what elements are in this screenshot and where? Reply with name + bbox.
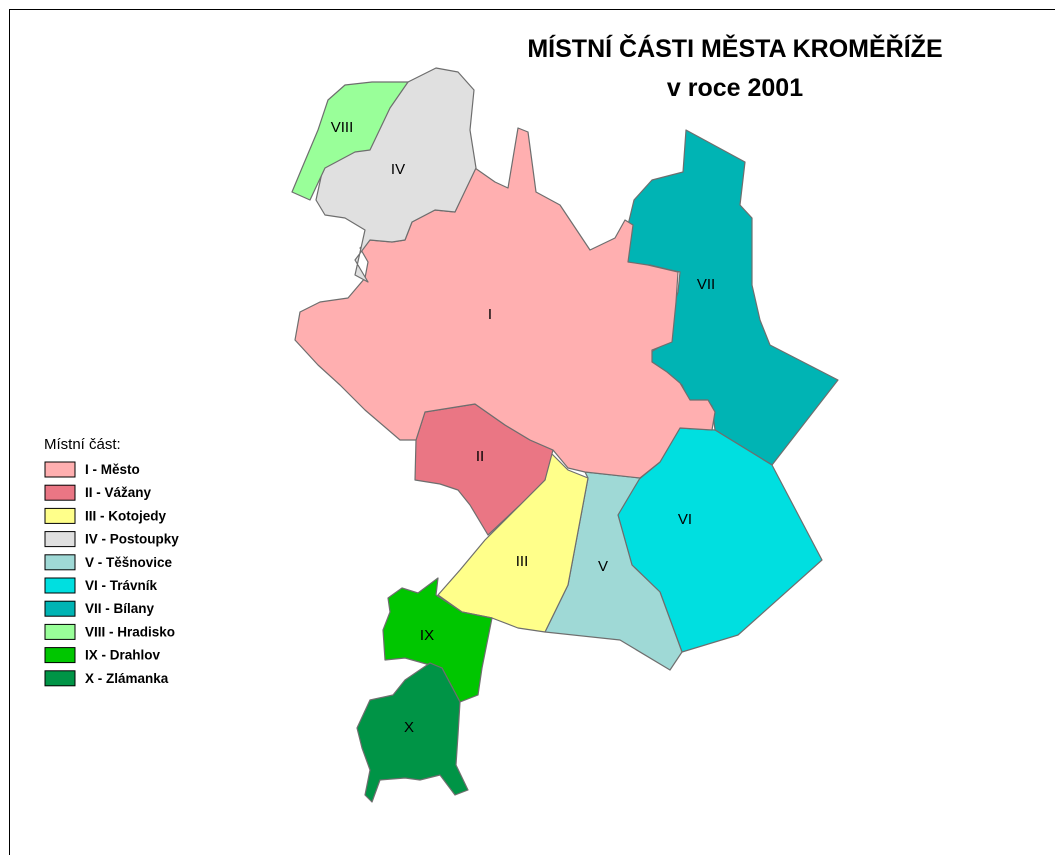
region-labels: I II III IV V VI VII VIII IX X xyxy=(331,119,715,736)
district-regions xyxy=(291,67,839,803)
legend-swatch xyxy=(44,623,76,640)
legend-item: VIII - Hradisko xyxy=(44,623,175,640)
region-VIII[interactable] xyxy=(291,81,409,201)
region-IV[interactable] xyxy=(315,67,477,283)
region-label-IX: IX xyxy=(420,627,434,644)
map-title: MÍSTNÍ ČÁSTI MĚSTA KROMĚŘÍŽE xyxy=(527,33,942,63)
region-label-I: I xyxy=(488,306,492,323)
region-label-VIII: VIII xyxy=(331,119,354,136)
legend-swatch xyxy=(44,484,76,501)
legend-swatch xyxy=(44,670,76,687)
legend-label: IV - Postoupky xyxy=(85,532,179,547)
legend-item: IX - Drahlov xyxy=(44,647,161,664)
legend-title: Místní část: xyxy=(44,436,121,453)
region-X[interactable] xyxy=(356,662,469,803)
legend-swatch xyxy=(44,600,76,617)
legend-label: II - Vážany xyxy=(85,485,152,500)
legend-item: VI - Trávník xyxy=(44,577,158,594)
legend-label: III - Kotojedy xyxy=(85,508,166,523)
map-subtitle: v roce 2001 xyxy=(667,74,803,102)
legend-swatch xyxy=(44,461,76,478)
legend-item: IV - Postoupky xyxy=(44,531,179,548)
region-label-VII: VII xyxy=(697,276,715,293)
legend-item: VII - Bílany xyxy=(44,600,155,617)
legend-swatch xyxy=(44,554,76,571)
legend-swatch xyxy=(44,507,76,524)
legend-item: II - Vážany xyxy=(44,484,152,501)
legend-label: VI - Trávník xyxy=(85,578,158,593)
region-label-III: III xyxy=(516,553,529,570)
legend-swatch xyxy=(44,647,76,664)
region-label-VI: VI xyxy=(678,511,692,528)
legend-item: X - Zlámanka xyxy=(44,670,169,687)
legend-label: I - Město xyxy=(85,462,140,477)
legend-label: X - Zlámanka xyxy=(85,671,169,686)
region-I[interactable] xyxy=(294,127,716,479)
region-label-V: V xyxy=(598,558,608,575)
legend-label: VIII - Hradisko xyxy=(85,624,175,639)
legend-swatch xyxy=(44,577,76,594)
legend-label: V - Těšnovice xyxy=(85,555,173,570)
legend-item: V - Těšnovice xyxy=(44,554,173,571)
legend-label: VII - Bílany xyxy=(85,601,155,616)
legend-item: III - Kotojedy xyxy=(44,507,166,524)
legend-item: I - Město xyxy=(44,461,140,478)
region-label-X: X xyxy=(404,719,414,736)
legend-swatch xyxy=(44,531,76,548)
region-label-IV: IV xyxy=(391,161,405,178)
region-label-II: II xyxy=(476,448,484,465)
region-IX[interactable] xyxy=(382,577,493,703)
legend-label: IX - Drahlov xyxy=(85,648,161,663)
